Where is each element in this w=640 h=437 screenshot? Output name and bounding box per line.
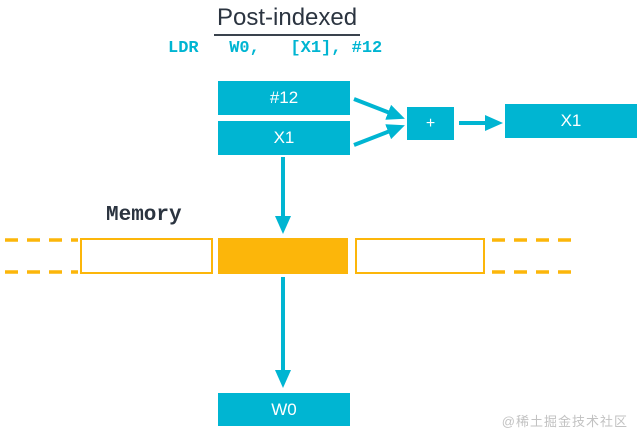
- arrow-offset-to-plus-icon: [353, 97, 405, 120]
- instruction-text: LDR W0, [X1], #12: [168, 39, 383, 58]
- memory-cell-addressed: [218, 238, 348, 274]
- arrow-base-to-plus-icon: [353, 124, 405, 147]
- memory-cell-left: [80, 238, 213, 274]
- offset-value-box: #12: [218, 81, 350, 115]
- base-register-box: X1: [218, 121, 350, 155]
- destination-register-box: W0: [218, 393, 350, 426]
- memory-label: Memory: [106, 204, 182, 227]
- watermark-text: @稀土掘金技术社区: [501, 414, 628, 429]
- page-title: Post-indexed: [214, 4, 361, 36]
- adder-plus-box: +: [407, 107, 454, 140]
- updated-base-register-box: X1: [505, 104, 637, 138]
- memory-cell-right: [355, 238, 485, 274]
